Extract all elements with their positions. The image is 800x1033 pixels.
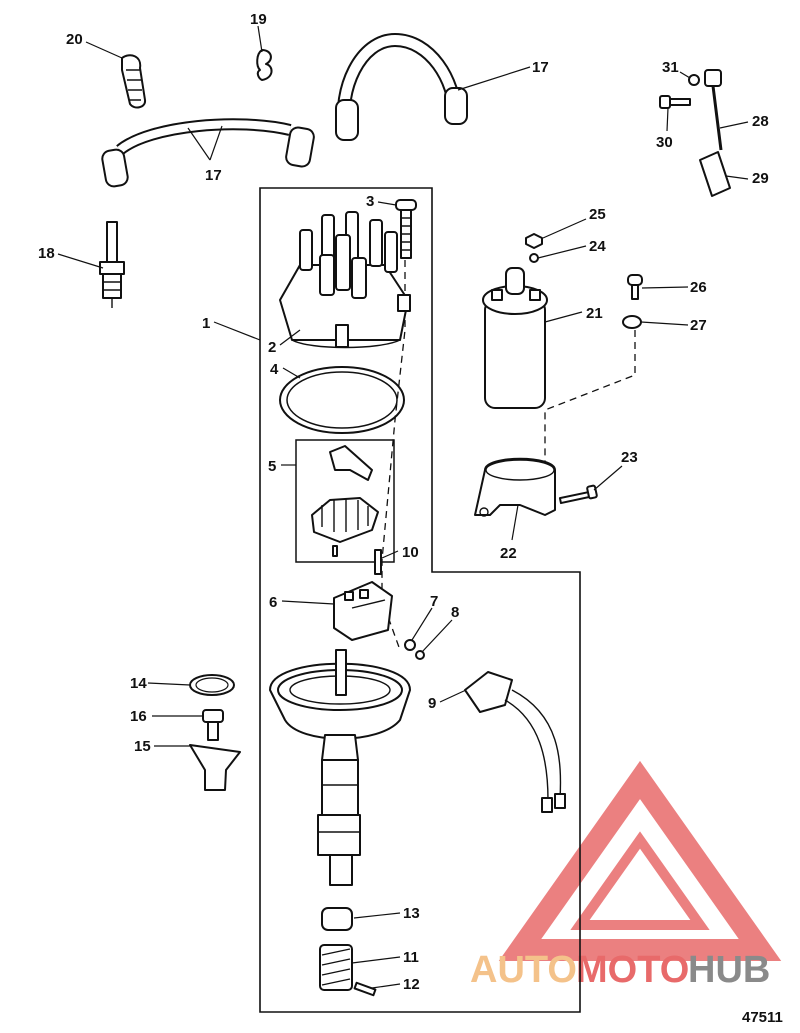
loom-clip xyxy=(121,54,147,109)
small-nut xyxy=(415,650,425,660)
wire-harness xyxy=(464,671,566,813)
small-screw xyxy=(374,549,382,575)
strap-screw xyxy=(659,95,691,109)
spark-plug-lead-long xyxy=(101,118,315,188)
callout-4: 4 xyxy=(270,361,279,378)
coil-mount-washer xyxy=(622,315,642,329)
watermark-word-moto: MOTO xyxy=(576,949,689,991)
lock-washer xyxy=(404,639,416,651)
callout-19: 19 xyxy=(250,11,267,28)
callout-28: 28 xyxy=(752,113,769,130)
callout-17-long: 17 xyxy=(205,167,222,184)
callout-30: 30 xyxy=(656,134,673,151)
callout-22: 22 xyxy=(500,545,517,562)
callout-2: 2 xyxy=(268,339,276,356)
callout-18: 18 xyxy=(38,245,55,262)
callout-labels: 20 19 17 17 18 3 1 2 4 5 10 6 7 8 9 14 1… xyxy=(38,11,769,993)
callout-7: 7 xyxy=(430,593,438,610)
callout-25: 25 xyxy=(589,206,606,223)
distributor-housing xyxy=(269,649,411,886)
callout-1: 1 xyxy=(202,315,210,332)
callout-10: 10 xyxy=(402,544,419,561)
coil-nut xyxy=(525,233,543,249)
ignition-coil xyxy=(482,267,548,409)
callout-3: 3 xyxy=(366,193,374,210)
callout-12: 12 xyxy=(403,976,420,993)
ground-strap xyxy=(704,69,723,151)
distributor-cap xyxy=(279,211,411,349)
callout-6: 6 xyxy=(269,594,277,611)
clamp-bolt xyxy=(202,709,224,741)
watermark-word-hub: HUB xyxy=(688,949,770,991)
callout-17-arch: 17 xyxy=(532,59,549,76)
callout-29: 29 xyxy=(752,170,769,187)
spark-plug xyxy=(99,221,125,308)
leader-lines xyxy=(57,25,749,989)
wire-clip xyxy=(256,49,273,81)
callout-5: 5 xyxy=(268,458,276,475)
callout-13: 13 xyxy=(403,905,420,922)
callout-24: 24 xyxy=(589,238,606,255)
coil-bracket xyxy=(474,457,556,517)
callout-27: 27 xyxy=(690,317,707,334)
hold-down-clamp xyxy=(189,744,241,791)
callout-31: 31 xyxy=(662,59,679,76)
callout-26: 26 xyxy=(690,279,707,296)
drive-gear xyxy=(319,944,353,991)
assembly-frame xyxy=(259,187,581,1013)
callout-21: 21 xyxy=(586,305,603,322)
coil-lock-washer xyxy=(529,253,539,263)
callout-9: 9 xyxy=(428,695,436,712)
spark-plug-lead-arch xyxy=(335,32,468,141)
callout-15: 15 xyxy=(134,738,151,755)
watermark-word-auto: AUTO xyxy=(470,949,577,991)
bracket-screw xyxy=(558,484,598,505)
strap-clip xyxy=(699,151,731,197)
callout-11: 11 xyxy=(403,949,419,966)
figure-number: 47511 xyxy=(742,1009,783,1026)
callout-8: 8 xyxy=(451,604,459,621)
cap-screw xyxy=(395,199,417,259)
shaft-bushing xyxy=(321,907,353,931)
callout-20: 20 xyxy=(66,31,83,48)
coil-mount-bolt xyxy=(627,274,643,300)
watermark-text: AUTO MOTO HUB xyxy=(470,949,770,991)
cap-gasket xyxy=(279,366,405,434)
ignition-module xyxy=(333,581,393,641)
alignment-line-coil xyxy=(544,330,636,470)
strap-washer xyxy=(688,74,700,86)
callout-16: 16 xyxy=(130,708,147,725)
callout-14: 14 xyxy=(130,675,147,692)
callout-23: 23 xyxy=(621,449,638,466)
rotor-kit xyxy=(295,439,395,563)
roll-pin xyxy=(353,981,377,997)
o-ring xyxy=(189,674,235,696)
